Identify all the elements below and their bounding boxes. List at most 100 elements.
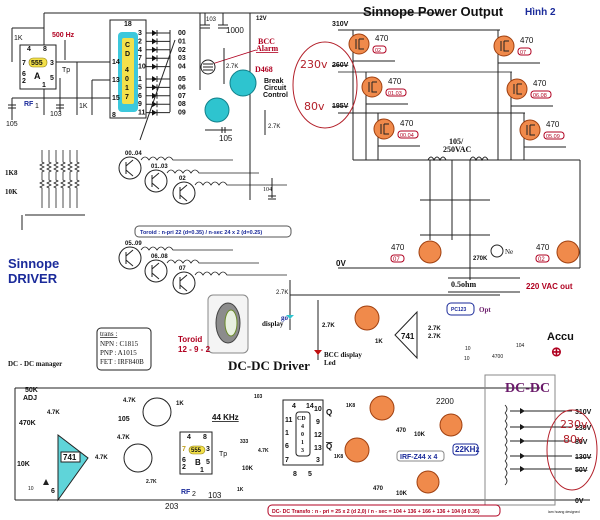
driver-transistor-label: 07 xyxy=(179,266,186,272)
pin-label: 2 xyxy=(138,38,142,45)
toroid-note: Toroid : n-pri 22 (d=0.35) / n-sec 24 x … xyxy=(140,230,262,236)
cap-103-bcc: 103 xyxy=(206,17,217,23)
tag-box xyxy=(385,88,407,97)
pin-label: 10 xyxy=(138,64,146,71)
tag-02: 02 xyxy=(538,257,545,263)
diode-icon xyxy=(152,109,157,116)
chip-badge-inner xyxy=(122,38,134,104)
r-470: 470 xyxy=(373,486,384,492)
tag-box xyxy=(543,131,565,140)
rail-0v: 0V xyxy=(336,259,346,268)
freq-box xyxy=(452,443,479,456)
diode-icon xyxy=(152,76,157,82)
cap-4700: 4700 xyxy=(492,354,503,360)
accu-label: Accu xyxy=(547,331,574,343)
transistor-d468 xyxy=(229,69,257,97)
counter-output-label: 04 xyxy=(178,64,186,71)
gate-resistor: 470 xyxy=(546,120,560,129)
chip-letter: CD xyxy=(297,416,306,422)
r-2k7: 2.7K xyxy=(428,326,441,332)
transistor-push-2 xyxy=(344,437,370,463)
cap-2200: 2200 xyxy=(436,397,454,406)
trafo-note: DC- DC Transfo : n - pri = 25 x 2 (d 2,0… xyxy=(272,509,480,515)
dcdc-output-label: 50V xyxy=(575,467,588,474)
chip-badge xyxy=(188,445,206,455)
chip-letter: 7 xyxy=(125,94,129,101)
cap-10: 10 xyxy=(465,346,471,352)
filter-cap-voltage: 250VAC xyxy=(443,145,472,154)
oscillator-555-b: 4 8 7 3 6 2 5 1 555 B 44 KHz Tp RF 2 203… xyxy=(165,394,269,511)
r-2k7-bcc-2: 2.7K xyxy=(268,124,280,130)
toroid-hole xyxy=(224,309,238,337)
pin-label: 9 xyxy=(316,419,320,426)
chip-letter: 1 xyxy=(301,440,304,446)
pin-label: 2 xyxy=(182,464,186,471)
pin-label: 10 xyxy=(314,406,322,413)
pin-label: 9 xyxy=(138,101,142,108)
chip-letter: D xyxy=(125,51,130,58)
driver-transistor-label: 02 xyxy=(179,176,186,182)
pin-label: 8 xyxy=(43,46,47,53)
rf2-label: RF xyxy=(181,489,191,496)
filter-cap-label: 105/ xyxy=(449,137,464,146)
cap-333: 333 xyxy=(240,439,249,445)
handwritten-230v: 230v xyxy=(560,418,588,431)
r-10k: 10K xyxy=(17,461,30,468)
cap-105: 105 xyxy=(6,121,18,128)
pin-label: 1 xyxy=(285,430,289,437)
pin-label: 2 xyxy=(22,78,26,85)
rail-310v: 310V xyxy=(332,21,349,28)
bcc-led-icon xyxy=(314,350,322,355)
tag-box xyxy=(397,130,419,139)
circuit-label: Circuit xyxy=(264,85,287,92)
r-4k7: 4.7K xyxy=(95,455,108,461)
chip-letter: 4 xyxy=(125,67,129,74)
chip-letter: 3 xyxy=(301,448,304,454)
r-2k7: 2.7K xyxy=(428,334,441,340)
rf2-sub: 2 xyxy=(192,491,196,498)
dcdc-output-label: 80V xyxy=(575,439,588,446)
cap-103: 103 xyxy=(50,111,62,118)
opamp-741-display xyxy=(394,310,418,360)
fet-bottom-right xyxy=(556,240,580,264)
driver-transistor xyxy=(118,246,142,270)
shunt-resistor: 0.5ohm xyxy=(451,280,476,289)
pin-label: 13 xyxy=(314,445,322,452)
driver-transistor-label: 06..08 xyxy=(151,254,168,260)
trans-npn: NPN : C1815 xyxy=(100,340,139,348)
driver-transistor xyxy=(172,271,196,295)
r-4k7: 4.7K xyxy=(47,410,60,416)
unit-label: A xyxy=(34,71,41,81)
pot-adj: ADJ xyxy=(23,395,37,402)
transistor-list-box: trans : NPN : C1815 PNP : A1015 FET : IR… xyxy=(96,327,152,371)
trans-fet: FET : IRF840B xyxy=(100,358,144,366)
bcc-led-label: Led xyxy=(324,359,336,367)
r-1k: 1K xyxy=(176,401,184,407)
counter-output-label: 02 xyxy=(178,47,186,54)
counter-output-label: 09 xyxy=(178,110,186,117)
gate-resistor: 470 xyxy=(533,79,547,88)
pin-label: 1 xyxy=(42,82,46,89)
trafo-note-box xyxy=(267,504,501,517)
counter-output-label: 01 xyxy=(178,38,186,45)
tag-box xyxy=(517,47,532,56)
fet-tag: 00.04 xyxy=(400,133,414,139)
diode-icon xyxy=(152,30,157,36)
counter-output-label: 07 xyxy=(178,93,186,100)
go-display-label: go xyxy=(281,314,289,322)
counter-output-label: 06 xyxy=(178,84,186,91)
r-2k7-display: 2.7K xyxy=(322,323,335,329)
r-2k7-driver: 2.7K xyxy=(276,290,288,296)
diode-icon xyxy=(152,55,157,62)
r-1k8: 1K8 xyxy=(5,169,18,177)
trans-pnp: PNP : A1015 xyxy=(100,349,137,357)
pin-label: 1 xyxy=(200,467,204,474)
gate-resistor: 470 xyxy=(400,119,414,128)
fet-dcdc-2 xyxy=(416,470,440,494)
counter-output-label: 00 xyxy=(178,30,186,37)
r-10k: 10K xyxy=(396,491,408,497)
toroid-note-box xyxy=(134,225,292,238)
freq-label-44khz: 44 KHz xyxy=(212,413,239,422)
chip-badge xyxy=(295,411,311,457)
